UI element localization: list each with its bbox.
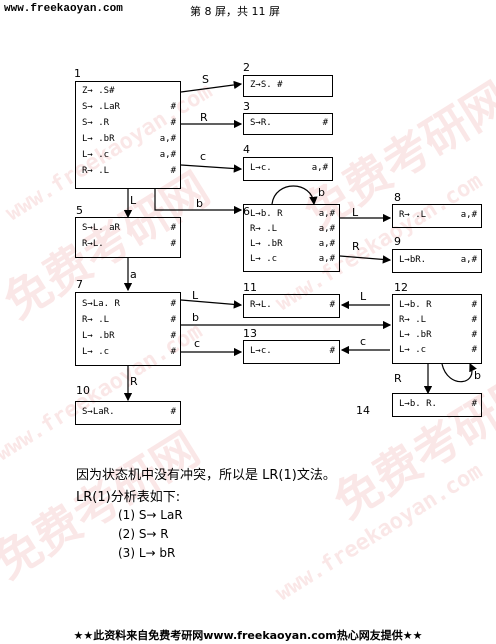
state-number: 3 [243,100,250,113]
transition-label: a [130,268,137,281]
state-box-5: S→L. aR# R→L.# [75,217,181,258]
state-box-2: Z→S. # [243,75,333,97]
lr-item: S→R.# [250,118,328,128]
transition-label: c [360,335,367,348]
transition-label: S [202,73,209,86]
state-number: 7 [76,278,83,291]
state-box-10: S→LaR.# [75,401,181,425]
production-1: (1) S→ LaR [118,508,183,522]
lr-item: L→ .bR# [399,330,477,340]
lr-item: L→b. R.# [399,399,477,409]
page-indicator: 第 8 屏，共 11 屏 [190,5,280,18]
transition-label: L [352,206,359,219]
state-number: 1 [74,67,81,80]
state-box-11: R→L.# [243,294,340,318]
lr-item: S→ .R# [82,118,176,128]
lr-item: L→c.a,# [250,163,328,173]
production-3: (3) L→ bR [118,546,176,560]
lr-item: Z→ .S# [82,86,115,96]
transition-label: L [192,289,199,302]
transition-label: R [130,375,138,388]
state-number: 2 [243,61,250,74]
lr-item: S→La. R# [82,299,176,309]
transition-label: R [394,372,402,385]
transition-label: b [474,369,481,382]
state-box-4: L→c.a,# [243,157,333,181]
state-box-13: L→c.# [243,340,340,364]
lr-item: S→L. aR# [82,223,176,233]
lr-item: L→ .c# [399,345,477,355]
state-number: 9 [394,235,401,248]
lr-item: S→ .LaR# [82,102,176,112]
transition-label: L [360,290,367,303]
lr-item: L→c.# [250,346,335,356]
lr-item: L→ .c# [82,347,176,357]
state-number: 14 [356,404,370,417]
transition-label: c [200,150,207,163]
state-box-9: L→bR.a,# [392,249,482,273]
lr-item: R→ .L# [399,315,477,325]
transition-label: L [130,194,137,207]
state-number: 4 [243,143,250,156]
transition-label: b [196,197,203,210]
lr-item: R→L.# [250,300,335,310]
state-number: 12 [394,281,408,294]
lr-item: S→LaR.# [82,407,176,417]
state-box-14: L→b. R.# [392,393,482,417]
lr-item: R→ .L# [82,166,176,176]
table-intro-text: LR(1)分析表如下: [76,490,181,505]
state-box-7: S→La. R# R→ .L# L→ .bR# L→ .c# [75,292,181,366]
state-number: 5 [76,204,83,217]
state-box-3: S→R.# [243,113,333,135]
transition-label: b [318,186,325,199]
footer-credit: ★★此资料来自免费考研网www.freekaoyan.com热心网友提供★★ [73,629,423,642]
production-2: (2) S→ R [118,527,169,541]
lr-item: R→ .L# [82,315,176,325]
state-box-12: L→b. R# R→ .L# L→ .bR# L→ .c# [392,294,482,364]
lr-item: L→ .bR# [82,331,176,341]
transition-label: b [192,311,199,324]
transition-label: c [194,337,201,350]
transition-label: R [352,240,360,253]
state-number: 11 [243,281,257,294]
transition-label: R [200,111,208,124]
lr-item: L→bR.a,# [399,255,477,265]
state-number: 10 [76,384,90,397]
lr-item: L→b. R# [399,300,477,310]
state-number: 6 [243,205,250,218]
state-number: 8 [394,191,401,204]
lr-item: Z→S. # [250,80,283,90]
site-url: www.freekaoyan.com [4,3,123,15]
conclusion-text: 因为状态机中没有冲突，所以是 LR(1)文法。 [76,468,336,483]
state-number: 13 [243,327,257,340]
lr-item: R→L.# [82,239,176,249]
